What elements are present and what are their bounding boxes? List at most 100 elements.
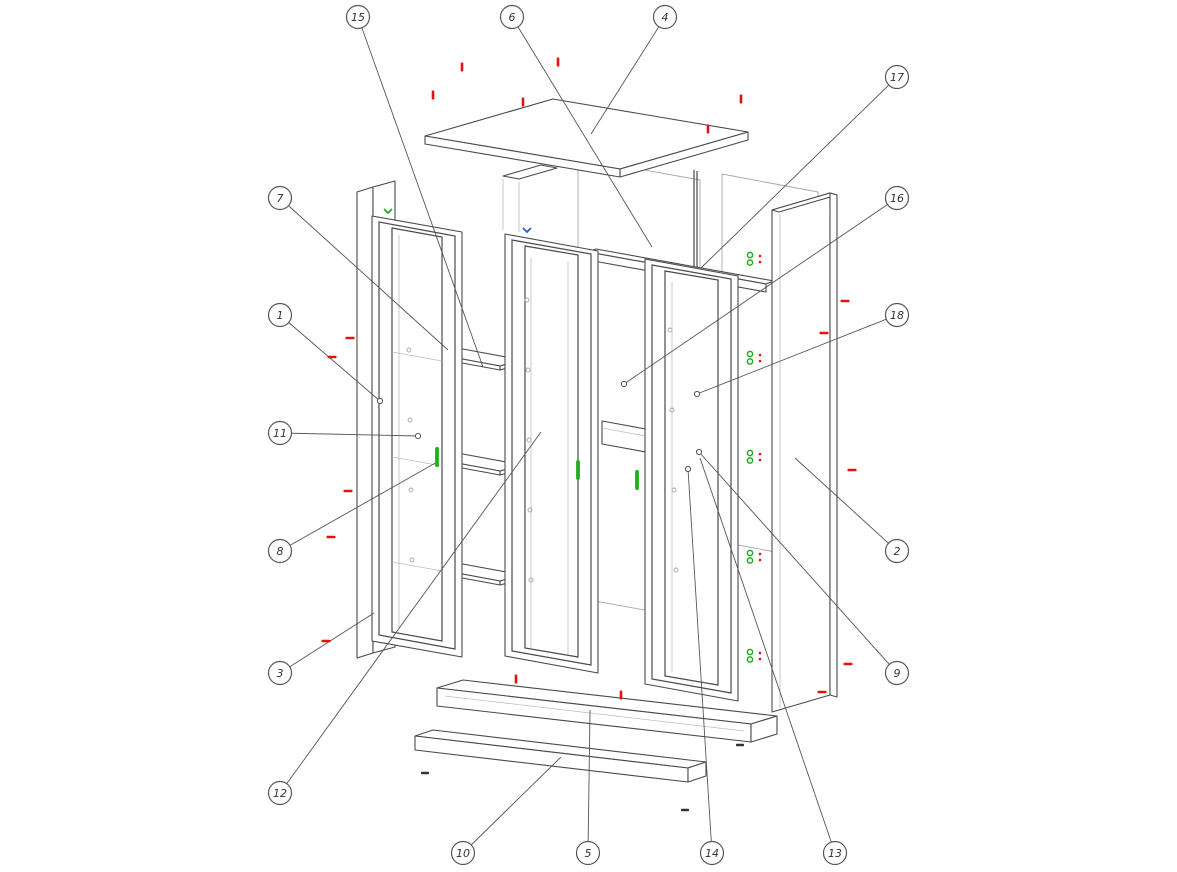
cam-lock-dot: [527, 438, 531, 442]
leader-end-dot: [685, 466, 690, 471]
cam-lock-dot: [410, 558, 414, 562]
screw-mark: [321, 639, 331, 643]
leader-line: [697, 315, 897, 394]
clip-mark: [523, 228, 531, 232]
cam-dots-layer: [407, 298, 678, 582]
cam-lock-dot: [526, 368, 530, 372]
right-side-panel: [772, 193, 837, 712]
cam-lock-dot: [670, 408, 674, 412]
balloon-14: 14: [701, 842, 724, 865]
leader-line: [688, 469, 712, 853]
leader-line: [358, 17, 483, 367]
handle-icon: [635, 470, 639, 490]
leader-line: [280, 613, 374, 673]
screw-mark: [619, 690, 623, 700]
balloon-13: 13: [824, 842, 847, 865]
hinge-icon: [747, 351, 762, 364]
right-door: [645, 259, 738, 701]
hinge-icon: [747, 649, 762, 662]
screw-mark: [819, 331, 829, 335]
cam-lock-dot: [409, 488, 413, 492]
top-panel: [425, 99, 748, 177]
balloon-number: 4: [662, 11, 669, 24]
hinge-icon: [747, 550, 762, 563]
leader-line: [280, 461, 439, 551]
base-panel: [437, 680, 777, 742]
balloon-7: 7: [269, 187, 292, 210]
balloon-number: 8: [277, 545, 284, 558]
screw-mark: [460, 62, 464, 72]
dowel-mark: [736, 743, 744, 747]
cam-lock-dot: [407, 348, 411, 352]
leader-line: [591, 17, 665, 134]
clip-mark: [384, 209, 392, 213]
cam-lock-dot: [674, 568, 678, 572]
balloon-number: 5: [585, 847, 592, 860]
balloon-16: 16: [886, 187, 909, 210]
screw-mark: [431, 90, 435, 100]
balloon-number: 17: [890, 71, 904, 84]
balloon-5: 5: [577, 842, 600, 865]
leader-end-dot: [621, 381, 626, 386]
leader-end-dot: [696, 449, 701, 454]
balloon-number: 2: [894, 545, 901, 558]
balloon-number: 9: [894, 667, 901, 680]
leader-line: [624, 198, 897, 384]
balloon-number: 12: [273, 787, 287, 800]
balloon-9: 9: [886, 662, 909, 685]
plinth-panel: [415, 730, 706, 782]
screw-mark: [817, 690, 827, 694]
screw-mark: [514, 674, 518, 684]
balloon-17: 17: [886, 66, 909, 89]
hinge-icon: [747, 252, 762, 265]
balloon-6: 6: [501, 6, 524, 29]
middle-door: [505, 234, 598, 673]
leader-line: [588, 710, 590, 853]
leader-line: [280, 198, 448, 350]
leader-line: [463, 757, 561, 853]
screw-mark: [521, 97, 525, 107]
balloon-number: 18: [890, 309, 904, 322]
balloon-number: 16: [890, 192, 904, 205]
screw-mark: [739, 94, 743, 104]
cam-lock-dot: [408, 418, 412, 422]
leader-end-dot: [377, 398, 382, 403]
leader-line: [700, 458, 835, 853]
balloon-number: 13: [828, 847, 842, 860]
screw-mark: [326, 535, 336, 539]
balloon-number: 3: [277, 667, 284, 680]
balloon-3: 3: [269, 662, 292, 685]
leader-line: [795, 458, 897, 551]
balloon-number: 15: [351, 11, 365, 24]
cam-lock-dot: [525, 298, 529, 302]
balloon-1: 1: [269, 304, 292, 327]
middle-top-slab: [503, 165, 557, 232]
screw-mark: [345, 336, 355, 340]
screw-mark: [556, 57, 560, 67]
balloon-number: 1: [277, 309, 284, 322]
leader-line: [699, 452, 897, 673]
balloon-10: 10: [452, 842, 475, 865]
balloon-8: 8: [269, 540, 292, 563]
balloon-number: 6: [509, 11, 516, 24]
dowel-mark: [421, 771, 429, 775]
leader-line: [512, 17, 652, 247]
leader-line: [701, 77, 897, 268]
balloon-number: 7: [277, 192, 284, 205]
leader-line: [280, 432, 541, 793]
screw-mark: [847, 468, 857, 472]
leader-end-dot: [415, 433, 420, 438]
balloon-number: 10: [456, 847, 470, 860]
leader-lines-layer: [280, 17, 897, 853]
cam-lock-dot: [668, 328, 672, 332]
cam-lock-dot: [528, 508, 532, 512]
dowel-mark: [681, 808, 689, 812]
screw-mark: [843, 662, 853, 666]
balloon-2: 2: [886, 540, 909, 563]
balloon-11: 11: [269, 422, 292, 445]
screw-mark: [327, 355, 337, 359]
leader-line: [280, 433, 418, 436]
screw-mark: [706, 124, 710, 134]
balloon-12: 12: [269, 782, 292, 805]
